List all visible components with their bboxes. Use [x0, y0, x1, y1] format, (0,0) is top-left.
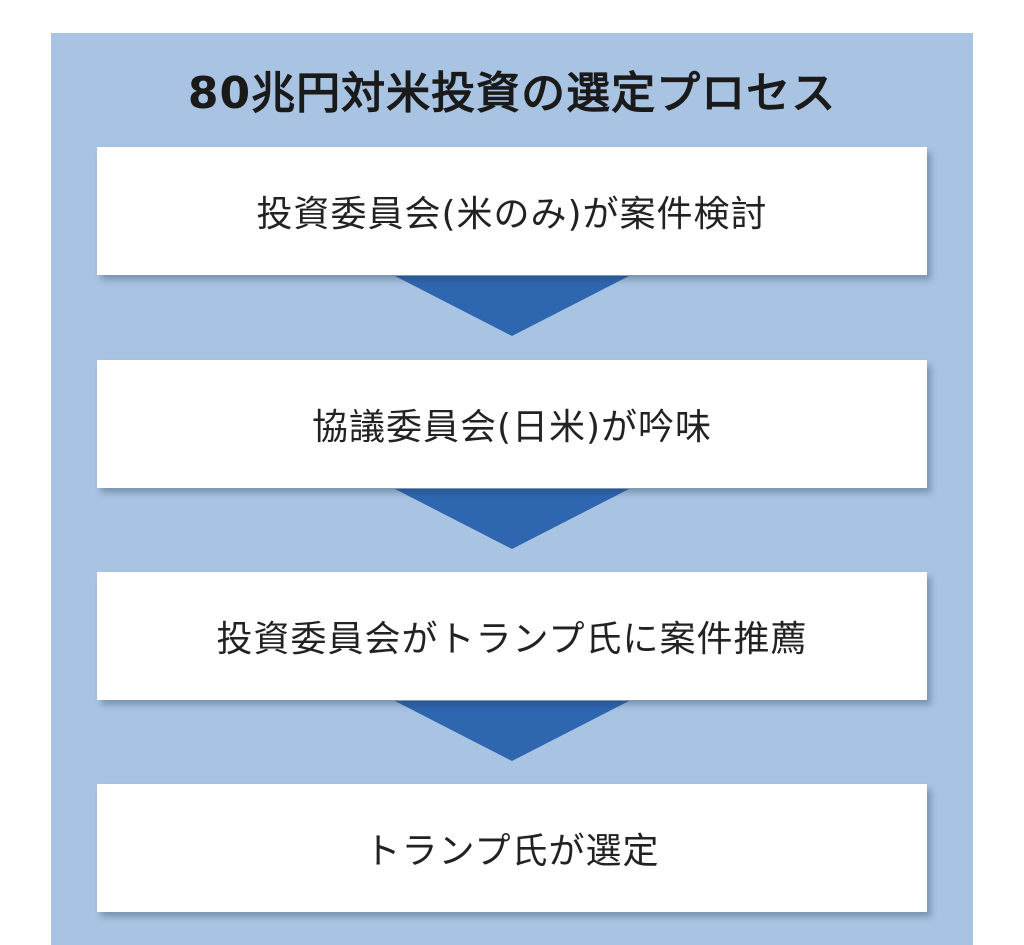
step-label-1: 投資委員会(米のみ)が案件検討 [256, 194, 768, 235]
diagram-title: 80兆円対米投資の選定プロセス [187, 68, 837, 119]
flow-arrow-1-icon [395, 276, 629, 336]
step-label-3: 投資委員会がトランプ氏に案件推薦 [216, 619, 808, 660]
step-box-4: トランプ氏が選定 [97, 784, 927, 912]
flow-arrow-2-shape [395, 489, 629, 549]
step-label-4: トランプ氏が選定 [364, 831, 660, 872]
step-box-2: 協議委員会(日米)が吟味 [97, 360, 927, 488]
flow-arrow-3-icon [395, 701, 629, 761]
step-box-1: 投資委員会(米のみ)が案件検討 [97, 147, 927, 275]
step-label-2: 協議委員会(日米)が吟味 [311, 407, 713, 448]
step-box-3: 投資委員会がトランプ氏に案件推薦 [97, 572, 927, 700]
flow-arrow-2-icon [395, 489, 629, 549]
flow-arrow-1-shape [395, 276, 629, 336]
flow-arrow-3-shape [395, 701, 629, 761]
